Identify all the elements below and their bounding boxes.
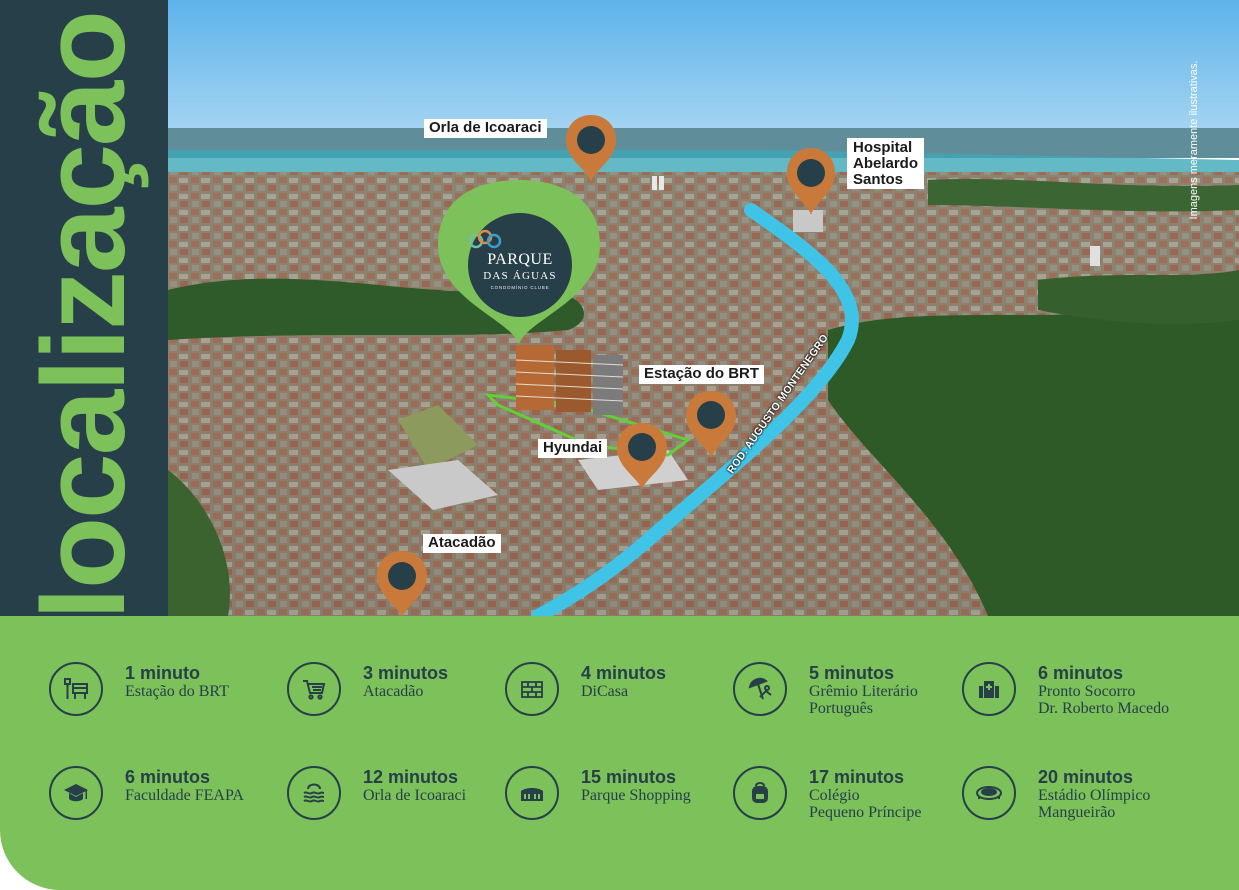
- label-hospital-abelardo-santos: Hospital Abelardo Santos: [847, 138, 925, 190]
- waves-icon: [287, 766, 341, 820]
- beach-umbrella-icon: [733, 662, 787, 716]
- aerial-map: Orla de Icoaraci Hospital Abelardo Santo…: [168, 0, 1239, 616]
- item-time: 3 minutos: [363, 663, 449, 683]
- logo-line1: PARQUE: [487, 250, 553, 268]
- distance-item: 5 minutos Grêmio Literário Português: [733, 662, 918, 718]
- distance-item: 6 minutos Pronto Socorro Dr. Roberto Mac…: [962, 662, 1169, 718]
- shopping-mall-icon: [505, 766, 559, 820]
- item-place: DiCasa: [581, 682, 629, 700]
- label-hyundai: Hyundai: [538, 439, 608, 458]
- parque-das-aguas-logo: PARQUE DAS ÁGUAS CONDOMÍNIO CLUBE: [468, 213, 572, 317]
- item-place: Orla de Icoaraci: [363, 786, 467, 804]
- distances-panel: 1 minuto Estação do BRT 3 minutos Atacad…: [0, 616, 1239, 890]
- item-place: Grêmio Literário Português: [809, 682, 918, 718]
- item-place: Faculdade FEAPA: [125, 786, 244, 804]
- backpack-icon: [733, 766, 787, 820]
- stadium-icon: [962, 766, 1016, 820]
- item-time: 6 minutos: [125, 767, 211, 787]
- distance-item: 3 minutos Atacadão: [287, 662, 448, 716]
- item-place: Pronto Socorro Dr. Roberto Macedo: [1038, 682, 1170, 718]
- distance-item: 12 minutos Orla de Icoaraci: [287, 766, 466, 820]
- section-title: localização: [18, 12, 150, 616]
- bus-stop-icon: [49, 662, 103, 716]
- item-place: Parque Shopping: [581, 786, 691, 804]
- logo-line2: DAS ÁGUAS: [483, 269, 557, 282]
- item-time: 17 minutos: [809, 767, 905, 787]
- shopping-cart-icon: [287, 662, 341, 716]
- item-place: Estação do BRT: [125, 682, 229, 700]
- label-estacao-brt: Estação do BRT: [639, 365, 765, 384]
- distance-item: 1 minuto Estação do BRT: [49, 662, 229, 716]
- hospital-building-icon: [962, 662, 1016, 716]
- side-panel: localização: [0, 0, 168, 616]
- item-place: Estádio Olímpico Mangueirão: [1038, 786, 1151, 822]
- item-time: 6 minutos: [1038, 663, 1124, 683]
- item-time: 1 minuto: [125, 663, 200, 683]
- item-time: 15 minutos: [581, 767, 677, 787]
- image-disclaimer: Imagens meramente ilustrativas.: [1188, 60, 1200, 220]
- item-place: Atacadão: [363, 682, 424, 700]
- label-atacadao: Atacadão: [423, 534, 501, 553]
- distance-item: 4 minutos DiCasa: [505, 662, 666, 716]
- bricks-icon: [505, 662, 559, 716]
- logo-line3: CONDOMÍNIO CLUBE: [490, 284, 550, 290]
- aerial-map-illustration: [168, 0, 1239, 616]
- graduation-cap-icon: [49, 766, 103, 820]
- logo-swirl-icon: [468, 229, 502, 249]
- item-time: 20 minutos: [1038, 767, 1134, 787]
- item-time: 4 minutos: [581, 663, 667, 683]
- item-place: Colégio Pequeno Príncipe: [809, 786, 922, 822]
- distance-item: 17 minutos Colégio Pequeno Príncipe: [733, 766, 921, 822]
- label-orla-de-icoaraci: Orla de Icoaraci: [424, 119, 547, 138]
- distance-item: 6 minutos Faculdade FEAPA: [49, 766, 244, 820]
- item-time: 12 minutos: [363, 767, 459, 787]
- distance-item: 20 minutos Estádio Olímpico Mangueirão: [962, 766, 1150, 822]
- distance-item: 15 minutos Parque Shopping: [505, 766, 691, 820]
- item-time: 5 minutos: [809, 663, 895, 683]
